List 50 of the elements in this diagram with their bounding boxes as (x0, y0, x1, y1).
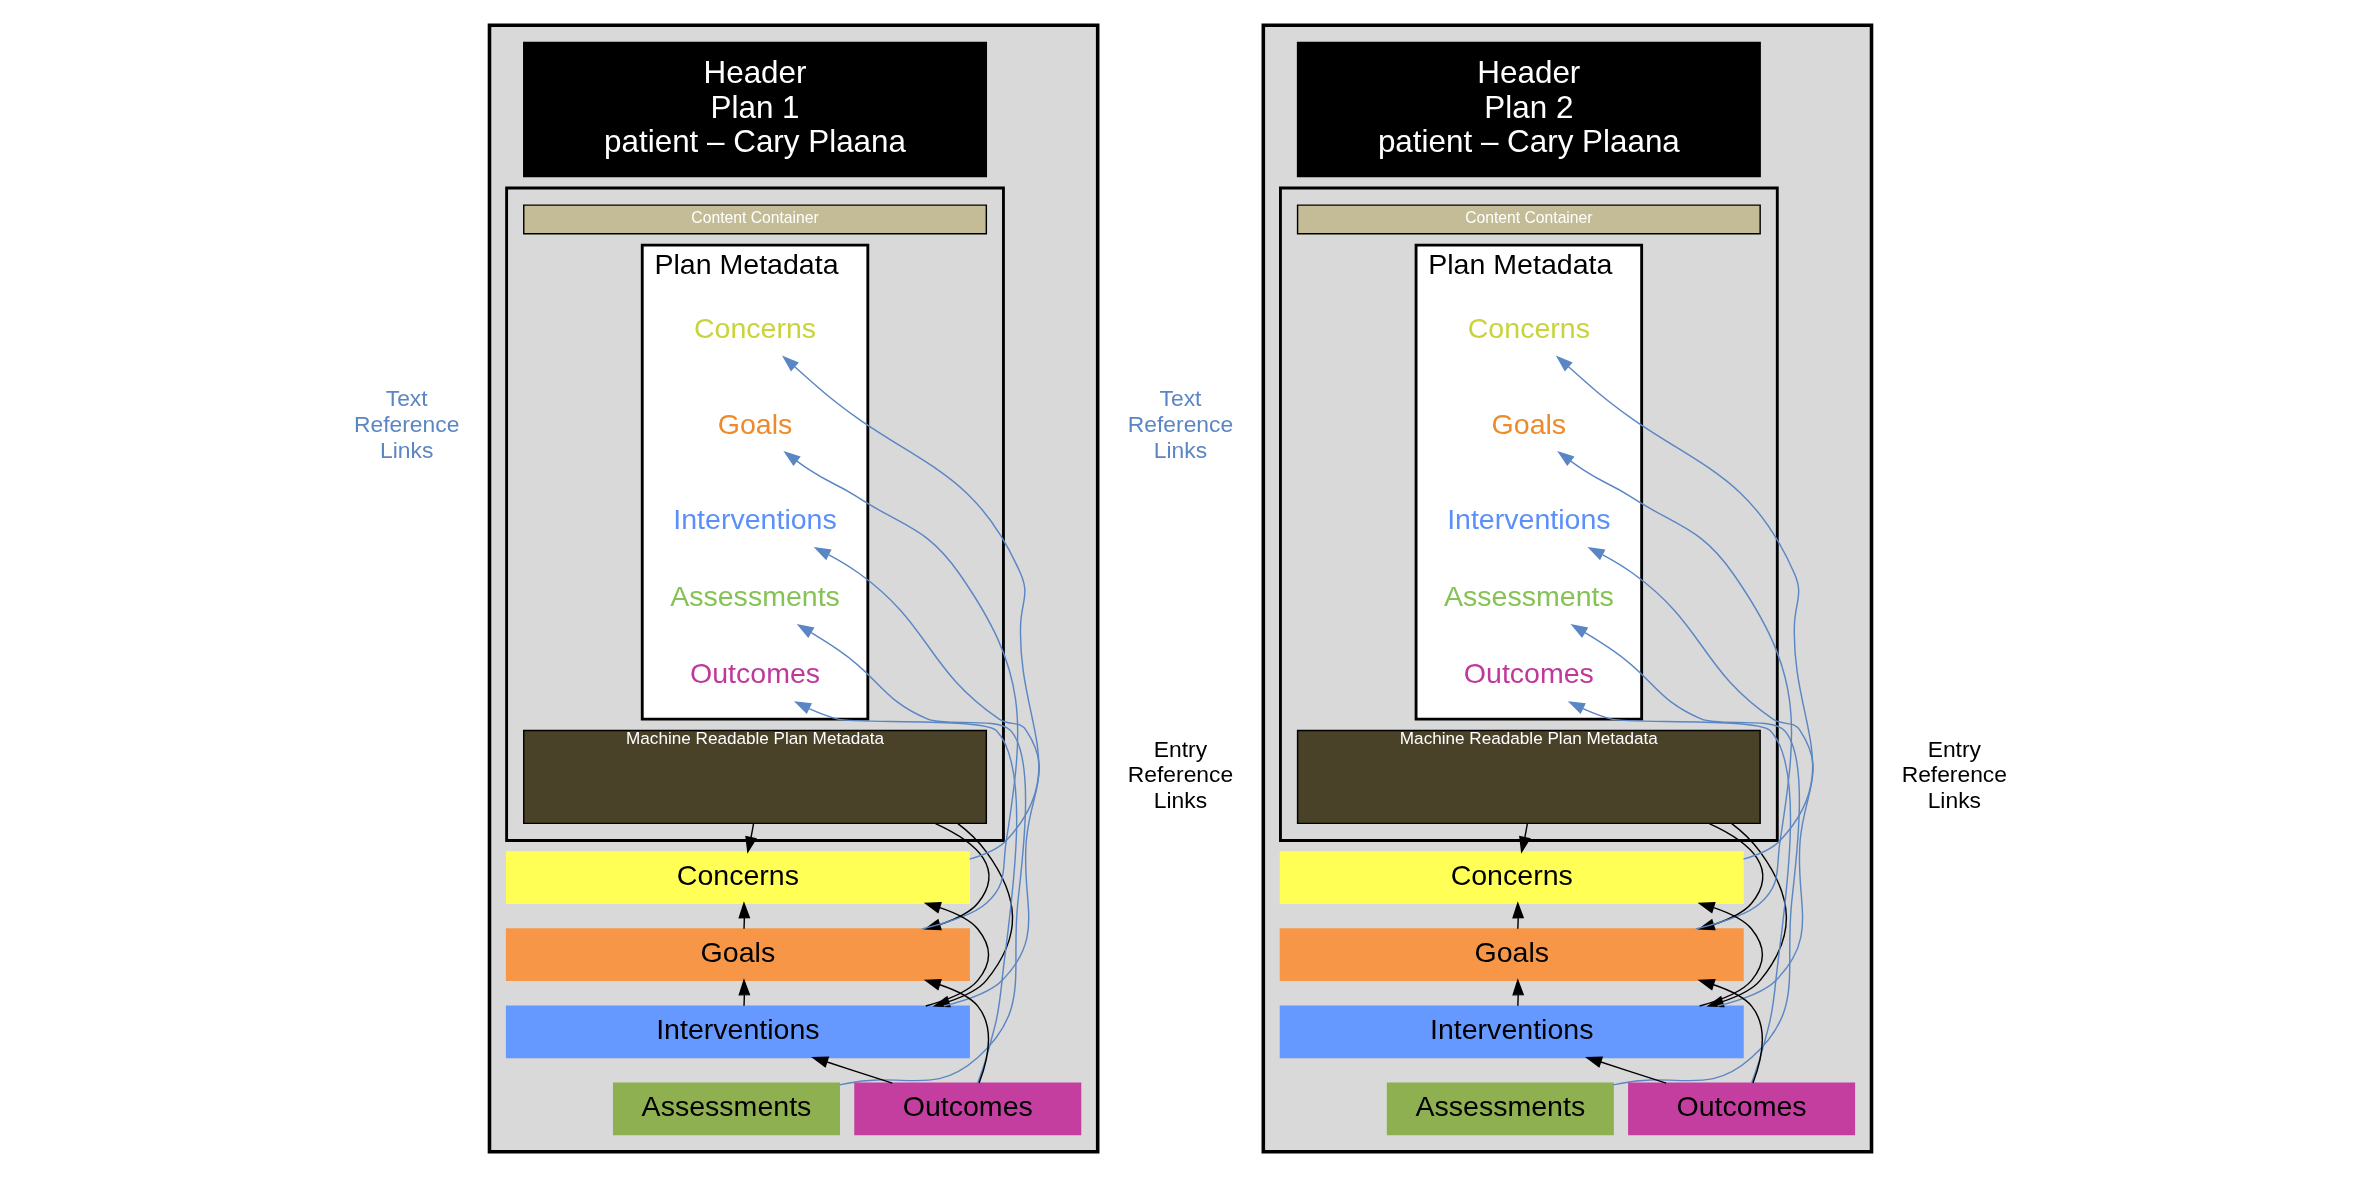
cluster (505, 186, 1005, 842)
node-box: Header Plan 1 patient – Cary Plaana (523, 41, 988, 178)
arrow (1697, 979, 1763, 1084)
node-text: Assessments (1443, 580, 1614, 613)
node-box: Machine Readable Plan Metadata (1296, 729, 1761, 825)
node-box: Assessments (612, 1082, 840, 1136)
arrow (738, 901, 751, 930)
node-text: Outcomes (1463, 657, 1594, 690)
arrow (745, 823, 757, 854)
node-text: Concerns (1467, 311, 1590, 344)
node-text: Interventions (1447, 503, 1611, 536)
node-box: Interventions (1279, 1005, 1744, 1059)
node-text: Outcomes (689, 657, 821, 690)
label: Entry Reference Links (1127, 735, 1234, 814)
cluster (487, 23, 1100, 1154)
label: Text Reference Links (1127, 385, 1234, 463)
arrow (811, 1056, 894, 1084)
arrow (1519, 823, 1531, 854)
node-text: Goals (1491, 407, 1567, 440)
arrow (793, 701, 1018, 1084)
label: Text Reference Links (354, 385, 460, 463)
node-box: Goals (1279, 928, 1744, 982)
cluster (1261, 23, 1874, 1154)
node-box: Assessments (1386, 1082, 1614, 1136)
cluster (1279, 186, 1779, 842)
node-box: Content Container (523, 204, 988, 235)
arrow (1512, 901, 1525, 930)
node-text: Concerns (693, 311, 817, 344)
arrow (738, 978, 751, 1007)
label: Entry Reference Links (1901, 735, 2007, 814)
node-text: Goals (717, 407, 793, 440)
arrow (796, 623, 1027, 1086)
arrow (1567, 701, 1792, 1084)
node-box: Goals (505, 928, 970, 982)
arrow (1584, 1056, 1667, 1084)
node-box: Header Plan 2 patient – Cary Plaana (1296, 41, 1761, 178)
node-box: Outcomes (854, 1082, 1082, 1136)
arrow (782, 355, 1040, 860)
arrow (1555, 355, 1814, 860)
node-box: Concerns (1279, 851, 1744, 905)
node-box: Interventions (505, 1005, 970, 1059)
node-box: Outcomes (1628, 1082, 1856, 1136)
node-text: Interventions (673, 503, 837, 536)
arrow (1512, 978, 1525, 1007)
arrow (923, 979, 989, 1084)
node-text: Assessments (670, 580, 840, 613)
arrow (1570, 623, 1801, 1086)
node-box: Concerns (505, 851, 970, 905)
node-box: Content Container (1296, 204, 1761, 235)
node-box: Machine Readable Plan Metadata (523, 729, 988, 825)
